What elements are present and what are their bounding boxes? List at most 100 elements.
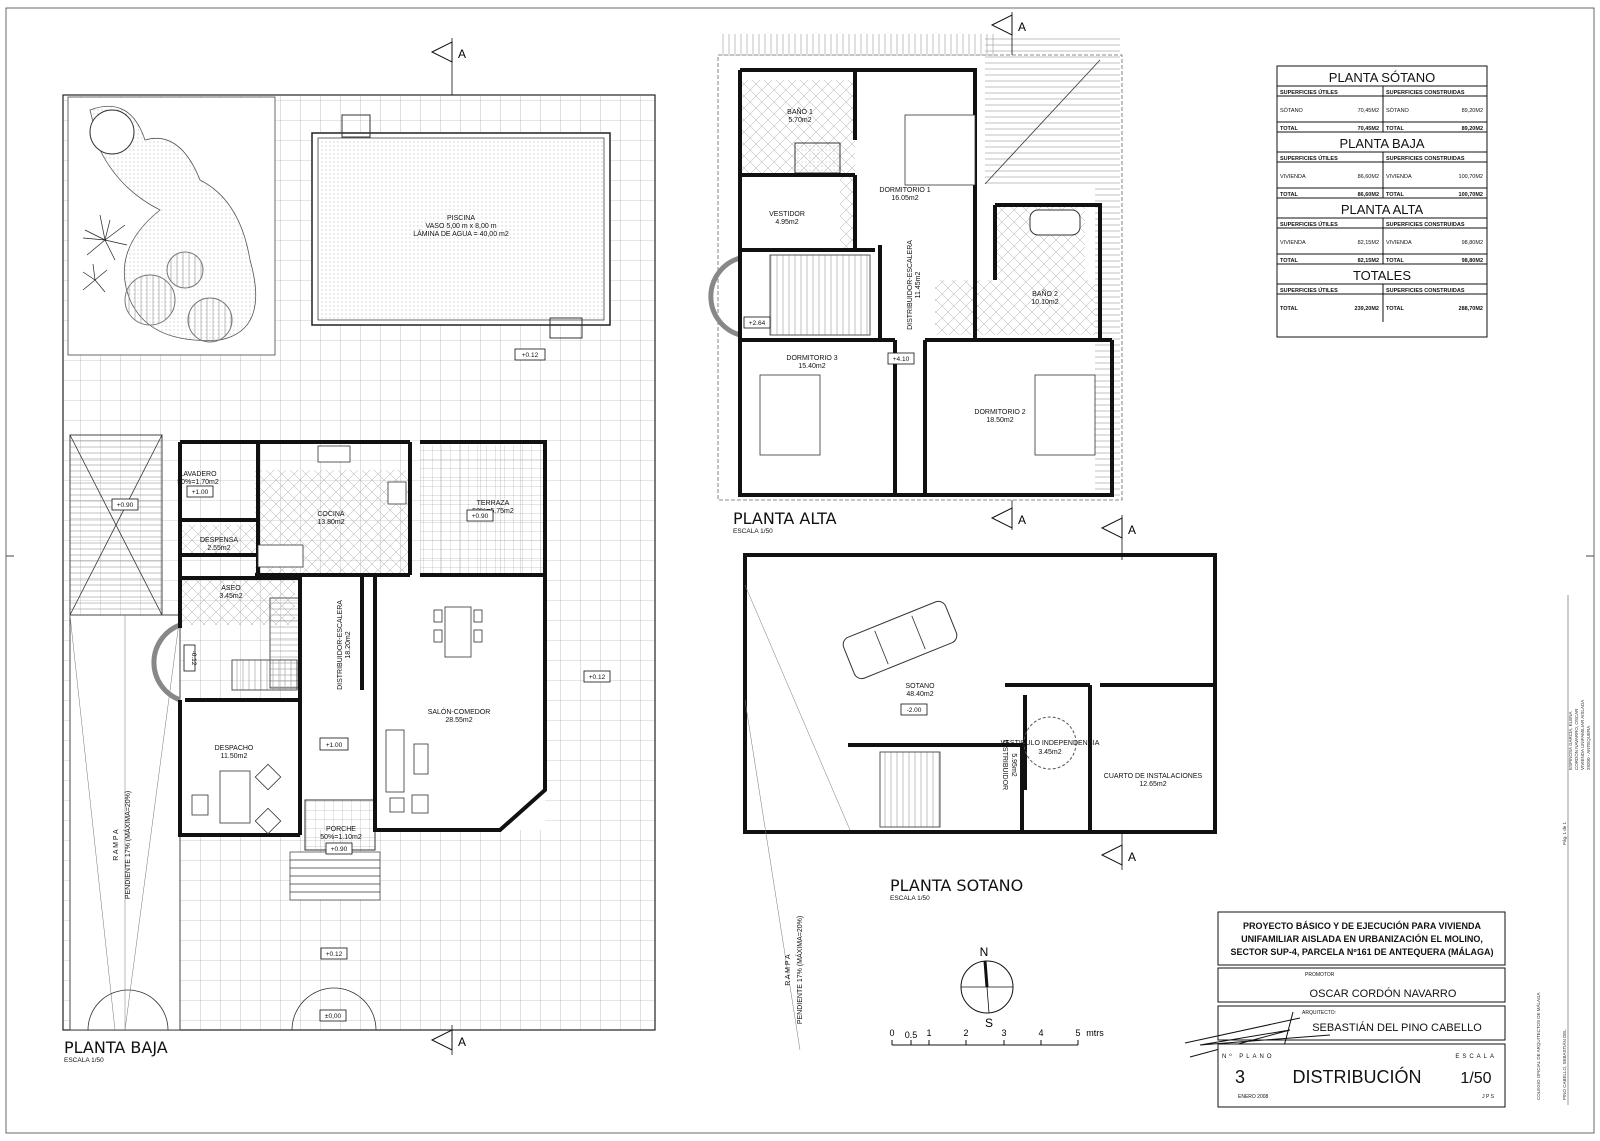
date: ENERO 2008 bbox=[1238, 1094, 1269, 1100]
shower bbox=[794, 142, 841, 174]
table-cell: 82,15M2 bbox=[1358, 258, 1379, 264]
room-label-lavadero: LAVADERO bbox=[179, 471, 217, 478]
svg-text:A: A bbox=[1128, 850, 1136, 864]
svg-text:18.20m2: 18.20m2 bbox=[345, 631, 352, 658]
svg-text:16.05m2: 16.05m2 bbox=[891, 195, 918, 202]
room-label-distribuidor: DISTRIBUIDOR-ESCALERA bbox=[337, 600, 344, 690]
room-label-dormitorio-3: DORMITORIO 3 bbox=[786, 355, 837, 362]
table-section-title: PLANTA ALTA bbox=[1341, 202, 1424, 217]
svg-text:2: 2 bbox=[963, 1028, 968, 1038]
svg-text:Pág. 1 de 1: Pág. 1 de 1 bbox=[1562, 821, 1567, 845]
svg-text:4.95m2: 4.95m2 bbox=[775, 219, 798, 226]
column-header: SUPERFICIES CONSTRUIDAS bbox=[1386, 156, 1465, 162]
column-header: SUPERFICIES CONSTRUIDAS bbox=[1386, 90, 1465, 96]
column-header: SUPERFICIES ÚTILES bbox=[1280, 155, 1338, 162]
svg-text:A: A bbox=[1018, 513, 1026, 527]
svg-text:50%=1.10m2: 50%=1.10m2 bbox=[320, 834, 362, 841]
scale-bar: 0 0.5 1 2 3 4 5 mtrs bbox=[889, 1028, 1104, 1046]
svg-text:5.95m2: 5.95m2 bbox=[1010, 753, 1017, 776]
title-block: PROYECTO BÁSICO Y DE EJECUCIÓN PARA VIVI… bbox=[1184, 911, 1506, 1108]
table-cell: VIVIENDA bbox=[1386, 174, 1412, 180]
room-label-dormitorio-2: DORMITORIO 2 bbox=[974, 409, 1025, 416]
north-arrow: N S bbox=[960, 945, 1014, 1030]
stair bbox=[879, 751, 941, 828]
table-cell: 239,20M2 bbox=[1355, 306, 1379, 312]
svg-text:PROMOTOR: PROMOTOR bbox=[1305, 972, 1335, 978]
section-marker-a: A bbox=[990, 12, 1026, 55]
svg-text:A: A bbox=[1018, 20, 1026, 34]
level-marker: +4.10 bbox=[893, 356, 910, 363]
svg-text:13.80m2: 13.80m2 bbox=[317, 519, 344, 526]
table-cell: TOTAL bbox=[1386, 192, 1404, 198]
ramp-label: R A M P A bbox=[785, 954, 792, 986]
kitchen-fixtures bbox=[257, 445, 407, 568]
dining-table bbox=[433, 606, 483, 658]
section-marker-a: A bbox=[990, 500, 1026, 530]
level-marker: +2.64 bbox=[749, 320, 766, 327]
table-cell: TOTAL bbox=[1280, 306, 1298, 312]
table-cell: 82,15M2 bbox=[1358, 240, 1379, 246]
ramp-slope: PENDIENTE 17% (MÁXIMA=20%) bbox=[123, 791, 132, 899]
svg-text:15.40m2: 15.40m2 bbox=[798, 363, 825, 370]
svg-text:4: 4 bbox=[1038, 1028, 1043, 1038]
svg-text:+1.00: +1.00 bbox=[192, 489, 209, 496]
planta-baja-plan: PISCINA VASO 5,00 m x 8,00 m LÁMINA DE A… bbox=[62, 38, 656, 1064]
svg-text:+0.12: +0.12 bbox=[522, 352, 539, 359]
svg-text:PINO CABELLO, SEBASTIÁN DEL: PINO CABELLO, SEBASTIÁN DEL bbox=[1561, 1029, 1567, 1100]
table-cell: 100,70M2 bbox=[1459, 174, 1483, 180]
plan-title-planta-baja: PLANTA BAJA bbox=[64, 1038, 168, 1057]
svg-text:Nº PLANO: Nº PLANO bbox=[1222, 1053, 1275, 1060]
room-label-despacho: DESPACHO bbox=[215, 745, 254, 752]
table-cell: TOTAL bbox=[1386, 258, 1404, 264]
pool-size: VASO 5,00 m x 8,00 m bbox=[425, 223, 496, 230]
column-header: SUPERFICIES ÚTILES bbox=[1280, 221, 1338, 228]
table-cell: SÓTANO bbox=[1280, 107, 1304, 114]
plan-scale: ESCALA 1/50 bbox=[890, 895, 930, 902]
column-header: SUPERFICIES ÚTILES bbox=[1280, 89, 1338, 96]
plan-scale-value: 1/50 bbox=[1460, 1070, 1491, 1087]
pool-ladder bbox=[341, 114, 371, 138]
svg-text:48.40m2: 48.40m2 bbox=[906, 691, 933, 698]
svg-text:UNIFAMILIAR AISLADA EN URBANIZ: UNIFAMILIAR AISLADA EN URBANIZACIÓN EL M… bbox=[1241, 933, 1483, 944]
car bbox=[842, 600, 958, 680]
table-cell: 288,70M2 bbox=[1459, 306, 1483, 312]
svg-text:A: A bbox=[458, 1035, 466, 1049]
garden-planting bbox=[82, 105, 257, 343]
planta-sotano-plan: R A M P A PENDIENTE 17% (MÁXIMA=20%) SOT… bbox=[743, 515, 1217, 1051]
svg-text:10.10m2: 10.10m2 bbox=[1031, 299, 1058, 306]
room-label-distribuidor: DISTRIBUIDOR-ESCALERA bbox=[907, 240, 914, 330]
column-header: SUPERFICIES ÚTILES bbox=[1280, 287, 1338, 294]
living-furniture bbox=[385, 729, 429, 814]
pool bbox=[317, 137, 605, 321]
svg-text:11.50m2: 11.50m2 bbox=[221, 753, 248, 760]
table-section-title: TOTALES bbox=[1353, 268, 1411, 283]
column-header: SUPERFICIES CONSTRUIDAS bbox=[1386, 288, 1465, 294]
side-stamp: COLEGIO OFICIAL DE ARQUITECTOS DE MÁLAGA… bbox=[1535, 595, 1591, 1105]
svg-text:0.5: 0.5 bbox=[905, 1030, 918, 1040]
svg-text:11.45m2: 11.45m2 bbox=[915, 272, 922, 299]
plan-number: 3 bbox=[1235, 1067, 1245, 1087]
svg-text:+0.90: +0.90 bbox=[331, 846, 348, 853]
table-section-title: PLANTA BAJA bbox=[1339, 136, 1424, 151]
svg-text:29200 - ANTEQUERA: 29200 - ANTEQUERA bbox=[1586, 726, 1591, 770]
table-cell: 89,20M2 bbox=[1462, 108, 1483, 114]
level-markers: +0.12 +0.90 +1.00 +0.90 -0.12 +1.00 +0.9… bbox=[111, 348, 611, 1022]
room-label-bano-2: BAÑO 2 bbox=[1032, 289, 1058, 298]
svg-text:+0.12: +0.12 bbox=[326, 951, 343, 958]
svg-text:+1.00: +1.00 bbox=[326, 742, 343, 749]
ramp-label: R A M P A bbox=[113, 829, 120, 861]
table-cell: 86,60M2 bbox=[1358, 174, 1379, 180]
table-cell: TOTAL bbox=[1280, 258, 1298, 264]
room-label-cocina: COCINA bbox=[317, 511, 345, 518]
svg-text:3.45m2: 3.45m2 bbox=[1038, 749, 1061, 756]
plan-title-planta-sotano: PLANTA SOTANO bbox=[890, 876, 1023, 895]
room-label-terraza: TERRAZA bbox=[477, 500, 510, 507]
table-cell: VIVIENDA bbox=[1280, 240, 1306, 246]
sheet-frame bbox=[5, 7, 1595, 1134]
table-cell: VIVIENDA bbox=[1280, 174, 1306, 180]
table-cell: VIVIENDA bbox=[1386, 240, 1412, 246]
svg-text:±0,00: ±0,00 bbox=[325, 1013, 342, 1020]
porch-tile bbox=[304, 799, 376, 851]
